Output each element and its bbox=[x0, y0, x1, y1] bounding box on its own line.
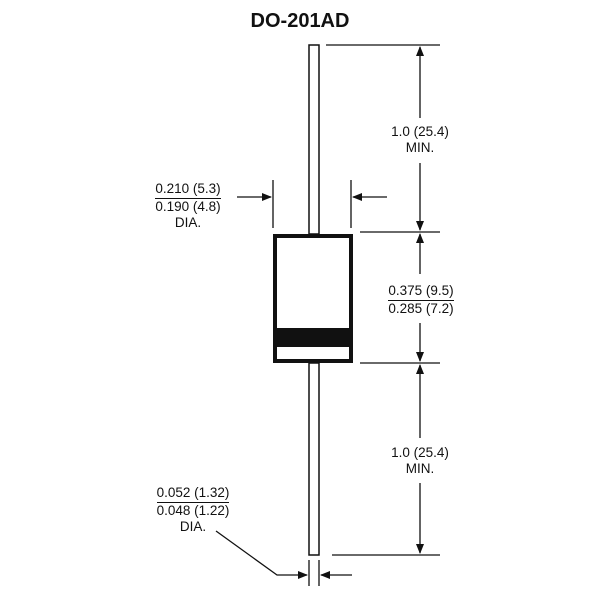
cathode-band bbox=[275, 328, 351, 347]
dim-lead-diameter bbox=[215, 530, 352, 586]
body-length-label: 0.375 (9.5) 0.285 (7.2) bbox=[388, 283, 454, 316]
lead-top bbox=[308, 44, 320, 235]
body-diameter-label: 0.210 (5.3) 0.190 (4.8) DIA. bbox=[155, 181, 221, 230]
dim-lead-bottom bbox=[332, 364, 440, 556]
package-title: DO-201AD bbox=[250, 10, 350, 32]
diode-body bbox=[273, 234, 353, 363]
lead-diameter-label: 0.052 (1.32) 0.048 (1.22) DIA. bbox=[156, 485, 230, 534]
lead-bottom bbox=[308, 362, 320, 556]
dim-body-diameter bbox=[237, 180, 387, 228]
dim-lead-top bbox=[326, 44, 440, 233]
lead-length-top-label: 1.0 (25.4) MIN. bbox=[391, 124, 449, 155]
lead-length-bottom-label: 1.0 (25.4) MIN. bbox=[391, 445, 449, 476]
dim-body-length bbox=[360, 233, 440, 364]
